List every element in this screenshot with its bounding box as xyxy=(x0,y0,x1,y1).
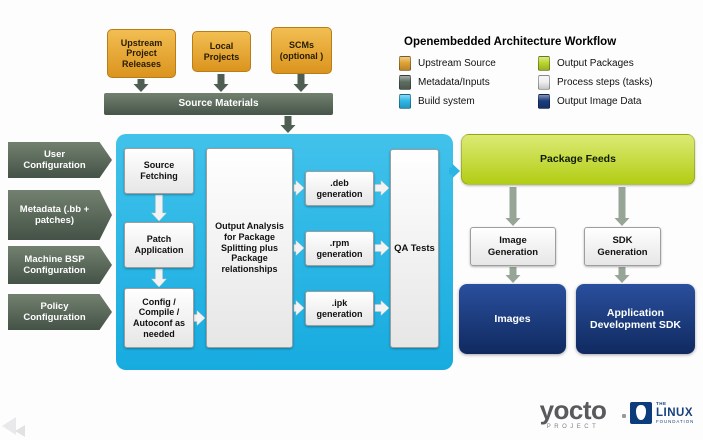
package-feeds-box: Package Feeds xyxy=(461,134,695,185)
legend-item-process-steps: Process steps (tasks) xyxy=(538,74,653,91)
legend-label: Build system xyxy=(418,96,475,107)
patch-application-box: Patch Application xyxy=(124,222,194,268)
machine-bsp-configuration-arrow: Machine BSP Configuration xyxy=(8,246,112,284)
source-materials-bar: Source Materials xyxy=(104,93,333,115)
output-image-data-swatch-icon xyxy=(538,94,550,109)
rpm-generation-box: .rpm generation xyxy=(305,231,374,266)
upstream-project-releases-box: Upstream Project Releases xyxy=(107,29,176,78)
logo-separator-dot xyxy=(622,414,626,418)
upstream-source-swatch-icon xyxy=(399,56,411,71)
scms-box: SCMs (optional ) xyxy=(271,27,332,74)
legend-label: Upstream Source xyxy=(418,58,496,69)
qa-tests-box: QA Tests xyxy=(390,149,439,348)
legend-item-output-image-data: Output Image Data xyxy=(538,93,642,110)
build-system-swatch-icon xyxy=(399,94,411,109)
corner-artifact xyxy=(15,425,25,437)
sdk-generation-box: SDK Generation xyxy=(584,227,661,266)
foundation-label: FOUNDATION xyxy=(656,418,695,424)
ipk-generation-box: .ipk generation xyxy=(305,291,374,326)
metadata-inputs-swatch-icon xyxy=(399,75,411,90)
legend-label: Metadata/Inputs xyxy=(418,77,490,88)
output-analysis-box: Output Analysis for Package Splitting pl… xyxy=(206,148,293,348)
legend-title: Openembedded Architecture Workflow xyxy=(404,36,617,48)
linux-label: LINUX xyxy=(656,406,693,419)
legend-label: Output Packages xyxy=(557,58,634,69)
images-box: Images xyxy=(459,284,566,354)
output-packages-swatch-icon xyxy=(538,56,550,71)
metadata-bb-patches-arrow: Metadata (.bb + patches) xyxy=(8,190,112,240)
yocto-project-logo: yocto PROJECT xyxy=(524,397,622,430)
yocto-wordmark: yocto xyxy=(539,395,607,425)
source-fetching-box: Source Fetching xyxy=(124,148,194,194)
legend-item-upstream-source: Upstream Source xyxy=(399,55,496,72)
local-projects-box: Local Projects xyxy=(192,31,251,72)
deb-generation-box: .deb generation xyxy=(305,171,374,206)
legend-item-output-packages: Output Packages xyxy=(538,55,634,72)
application-development-sdk-box: Application Development SDK xyxy=(576,284,695,354)
legend-item-metadata-inputs: Metadata/Inputs xyxy=(399,74,490,91)
linux-the-label: THE xyxy=(656,401,667,406)
image-generation-box: Image Generation xyxy=(470,227,556,266)
corner-artifact xyxy=(2,417,16,435)
process-steps-swatch-icon xyxy=(538,75,550,90)
config-compile-autoconf-box: Config / Compile / Autoconf as needed xyxy=(124,288,194,348)
legend-label: Process steps (tasks) xyxy=(557,77,653,88)
linux-foundation-logo: THE LINUX FOUNDATION xyxy=(630,401,695,424)
legend-label: Output Image Data xyxy=(557,96,642,107)
legend-item-build-system: Build system xyxy=(399,93,475,110)
linux-foundation-mark xyxy=(630,402,652,424)
linux-foundation-wordmark: THE LINUX FOUNDATION xyxy=(656,401,695,424)
yocto-tagline: PROJECT xyxy=(546,424,600,430)
user-configuration-arrow: User Configuration xyxy=(8,142,112,178)
policy-configuration-arrow: Policy Configuration xyxy=(8,294,112,330)
penguin-icon xyxy=(636,405,646,420)
